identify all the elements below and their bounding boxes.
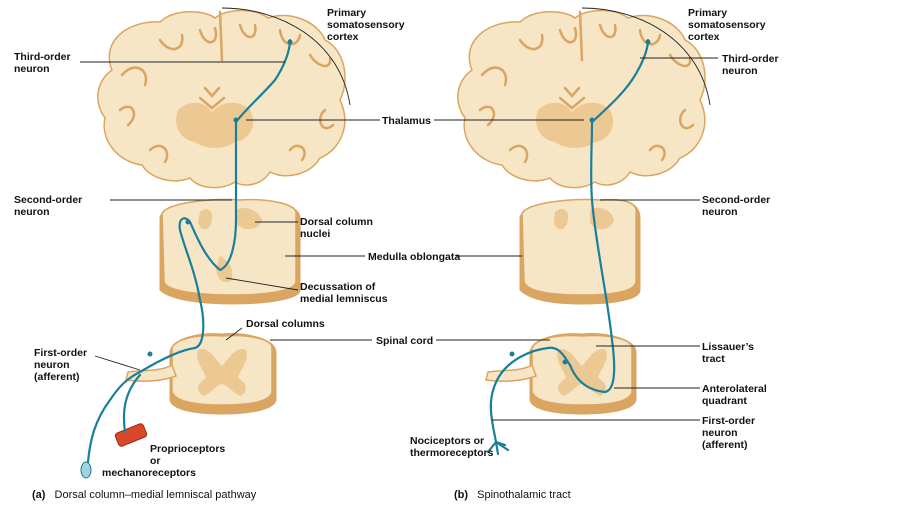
dorsal-root-b xyxy=(485,363,537,382)
label-third-order-b: Third-order neuron xyxy=(722,53,782,77)
synapse-spinal-b xyxy=(562,359,568,365)
leader-decussation-a xyxy=(225,277,299,291)
first-order-neuron-b xyxy=(489,346,572,444)
synapse-cortex-b xyxy=(645,39,651,45)
caption-a-text: Dorsal column–medial lemniscal pathway xyxy=(55,489,257,501)
label-anterolateral-b: Anterolateral quadrant xyxy=(702,383,770,407)
pacinian-corpuscle xyxy=(80,461,92,479)
medulla-b xyxy=(519,198,641,305)
second-order-neuron-b xyxy=(568,120,616,394)
medulla-b-nuclei-right xyxy=(590,208,614,230)
label-second-order-a: Second-order neuron xyxy=(14,194,85,218)
first-order-branch-a xyxy=(122,373,142,434)
cortex-arc-a xyxy=(221,7,351,106)
brain-ventricle-b xyxy=(558,86,586,110)
label-primary-cortex-a: Primary somatosensory cortex xyxy=(327,7,408,43)
fissure-b xyxy=(578,10,584,62)
mechanoreceptor-bundle xyxy=(114,423,148,447)
label-receptors-b: Nociceptors or thermoreceptors xyxy=(410,435,494,459)
label-first-order-b: First-order neuron (afferent) xyxy=(702,415,758,451)
spinal-gray-matter-b xyxy=(557,348,607,396)
label-first-order-a: First-order neuron (afferent) xyxy=(34,347,90,383)
label-third-order-a: Third-order neuron xyxy=(14,51,74,75)
label-spinal-cord: Spinal cord xyxy=(376,335,433,347)
label-second-order-b: Second-order neuron xyxy=(702,194,773,218)
label-dorsal-nuclei-a: Dorsal column nuclei xyxy=(300,216,376,240)
caption-b-letter: (b) xyxy=(454,489,468,501)
panel-a xyxy=(80,7,380,479)
caption-b: (b) Spinothalamic tract xyxy=(454,489,571,501)
synapse-thalamus-b xyxy=(589,117,595,123)
medulla-b-nuclei-left xyxy=(554,209,569,230)
brain-section-b xyxy=(457,9,706,189)
label-thalamus: Thalamus xyxy=(382,115,431,127)
medulla-a xyxy=(159,198,301,305)
medulla-b-face xyxy=(521,198,637,296)
label-decussation-a: Decussation of medial lemniscus xyxy=(300,281,388,305)
spinal-cord-b xyxy=(485,333,637,415)
label-lissauer-b: Lissauer’s tract xyxy=(702,341,757,365)
leaders-a xyxy=(80,61,380,371)
free-nerve-endings-b xyxy=(486,440,510,456)
caption-b-text: Spinothalamic tract xyxy=(477,489,571,501)
label-dorsal-columns-a: Dorsal columns xyxy=(246,318,325,330)
synapse-thalamus-a xyxy=(233,117,239,123)
second-order-neuron-a xyxy=(188,120,238,272)
label-primary-cortex-b: Primary somatosensory cortex xyxy=(688,7,769,43)
label-medulla: Medulla oblongata xyxy=(368,251,460,263)
synapse-cortex-a xyxy=(287,39,293,45)
spinal-gray-matter-a xyxy=(197,348,247,396)
third-order-neuron-a xyxy=(234,38,292,124)
dorsal-column-nuclei-a-left xyxy=(198,209,213,230)
dorsal-root-ganglion-a xyxy=(147,351,153,357)
third-order-neuron-b xyxy=(590,38,650,124)
caption-a-letter: (a) xyxy=(32,489,46,501)
label-receptors-a: Proprioceptors or mechanoreceptors xyxy=(102,443,228,479)
leaders-b xyxy=(434,57,718,421)
leader-dorsal-columns-a xyxy=(225,327,243,341)
panel-b xyxy=(434,7,718,456)
synapse-medulla-a xyxy=(185,219,191,225)
neuron-path-a xyxy=(86,38,293,464)
leader-first-order-a xyxy=(94,355,141,371)
brain-section-a xyxy=(97,9,346,189)
brain-gray-matter-a xyxy=(175,102,254,148)
cortex-arc-b xyxy=(581,7,711,106)
first-order-neuron-a xyxy=(86,217,205,464)
brain-gyri-b xyxy=(478,23,695,164)
brain-ventricle-a xyxy=(198,86,226,110)
dorsal-root-a xyxy=(125,363,177,382)
caption-a: (a) Dorsal column–medial lemniscal pathw… xyxy=(32,489,257,501)
dorsal-column-nuclei-a-right xyxy=(236,208,262,230)
dorsal-root-ganglion-b xyxy=(509,351,515,357)
fissure-a xyxy=(218,10,224,62)
spinal-cord-a xyxy=(125,333,277,415)
receptor-a xyxy=(80,423,148,479)
neuron-path-b xyxy=(486,38,651,456)
